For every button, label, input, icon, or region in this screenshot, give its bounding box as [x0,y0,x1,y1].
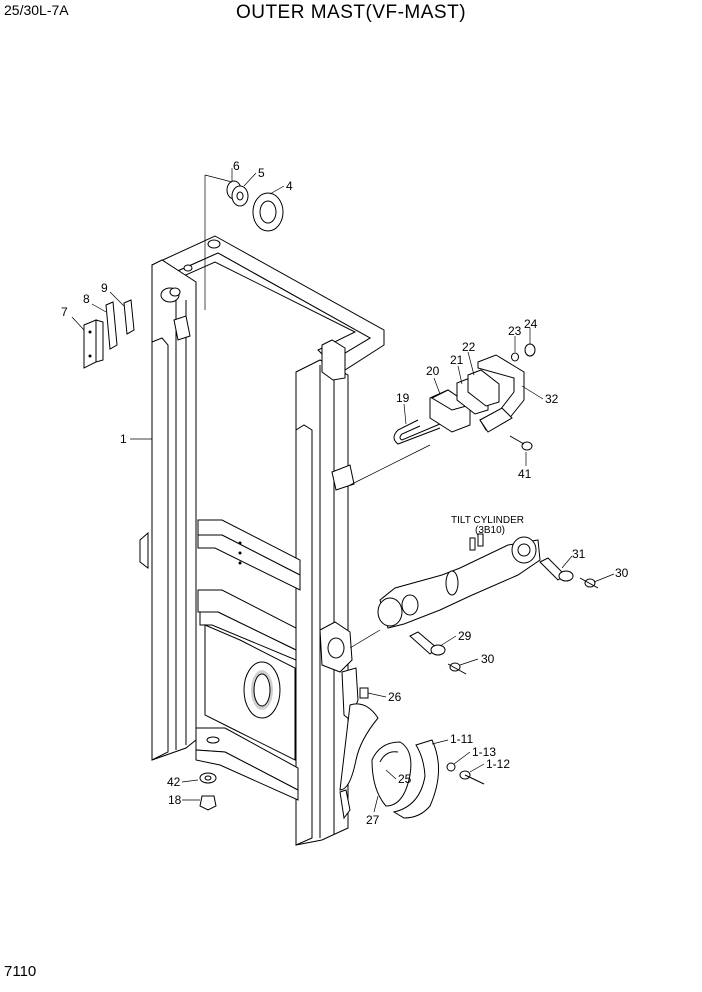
callout-30-lower: 30 [481,652,495,666]
callout-19: 19 [396,391,410,405]
tilt-cylinder-ref: (3B10) [475,525,505,536]
top-bearing-group [204,174,284,310]
page-number: 7110 [4,963,37,980]
callout-21: 21 [450,353,464,367]
tilt-cylinder-note: TILT CYLINDER [451,515,524,526]
callout-7: 7 [61,305,68,319]
boss-pin [160,287,181,303]
callout-41: 41 [518,467,532,481]
model-code: 25/30L-7A [4,2,69,18]
callout-30-upper: 30 [615,566,629,580]
bearing-cap-group [339,687,485,819]
leader-lines [71,168,615,813]
callout-6: 6 [233,159,240,173]
callout-23: 23 [508,324,522,338]
callout-29: 29 [458,629,472,643]
shim-plate-group [83,299,135,369]
callout-4: 4 [286,179,293,193]
callout-1-11: 1-11 [450,732,473,746]
callout-26: 26 [388,690,402,704]
tilt-bracket-group [331,343,536,491]
callout-9: 9 [101,281,108,295]
callout-18: 18 [168,793,182,807]
callout-8: 8 [83,292,90,306]
callout-1-12: 1-12 [486,757,510,771]
mast-plate [173,315,191,341]
outer-mast-frame [139,235,385,846]
callout-32: 32 [545,392,559,406]
callout-42: 42 [167,775,181,789]
callout-31: 31 [572,547,586,561]
callout-25: 25 [398,772,412,786]
callout-labels: 1 4 5 6 7 8 9 18 19 20 21 22 23 24 25 26… [61,159,629,827]
callout-27: 27 [366,813,380,827]
callout-5: 5 [258,166,265,180]
diagram-title: OUTER MAST(VF-MAST) [235,2,467,23]
callout-22: 22 [462,340,476,354]
callout-1-13: 1-13 [472,745,496,759]
callout-20: 20 [426,364,440,378]
callout-1: 1 [120,432,127,446]
callout-24: 24 [524,317,538,331]
nut-washer-group [199,772,217,811]
tilt-cylinder [319,533,599,675]
